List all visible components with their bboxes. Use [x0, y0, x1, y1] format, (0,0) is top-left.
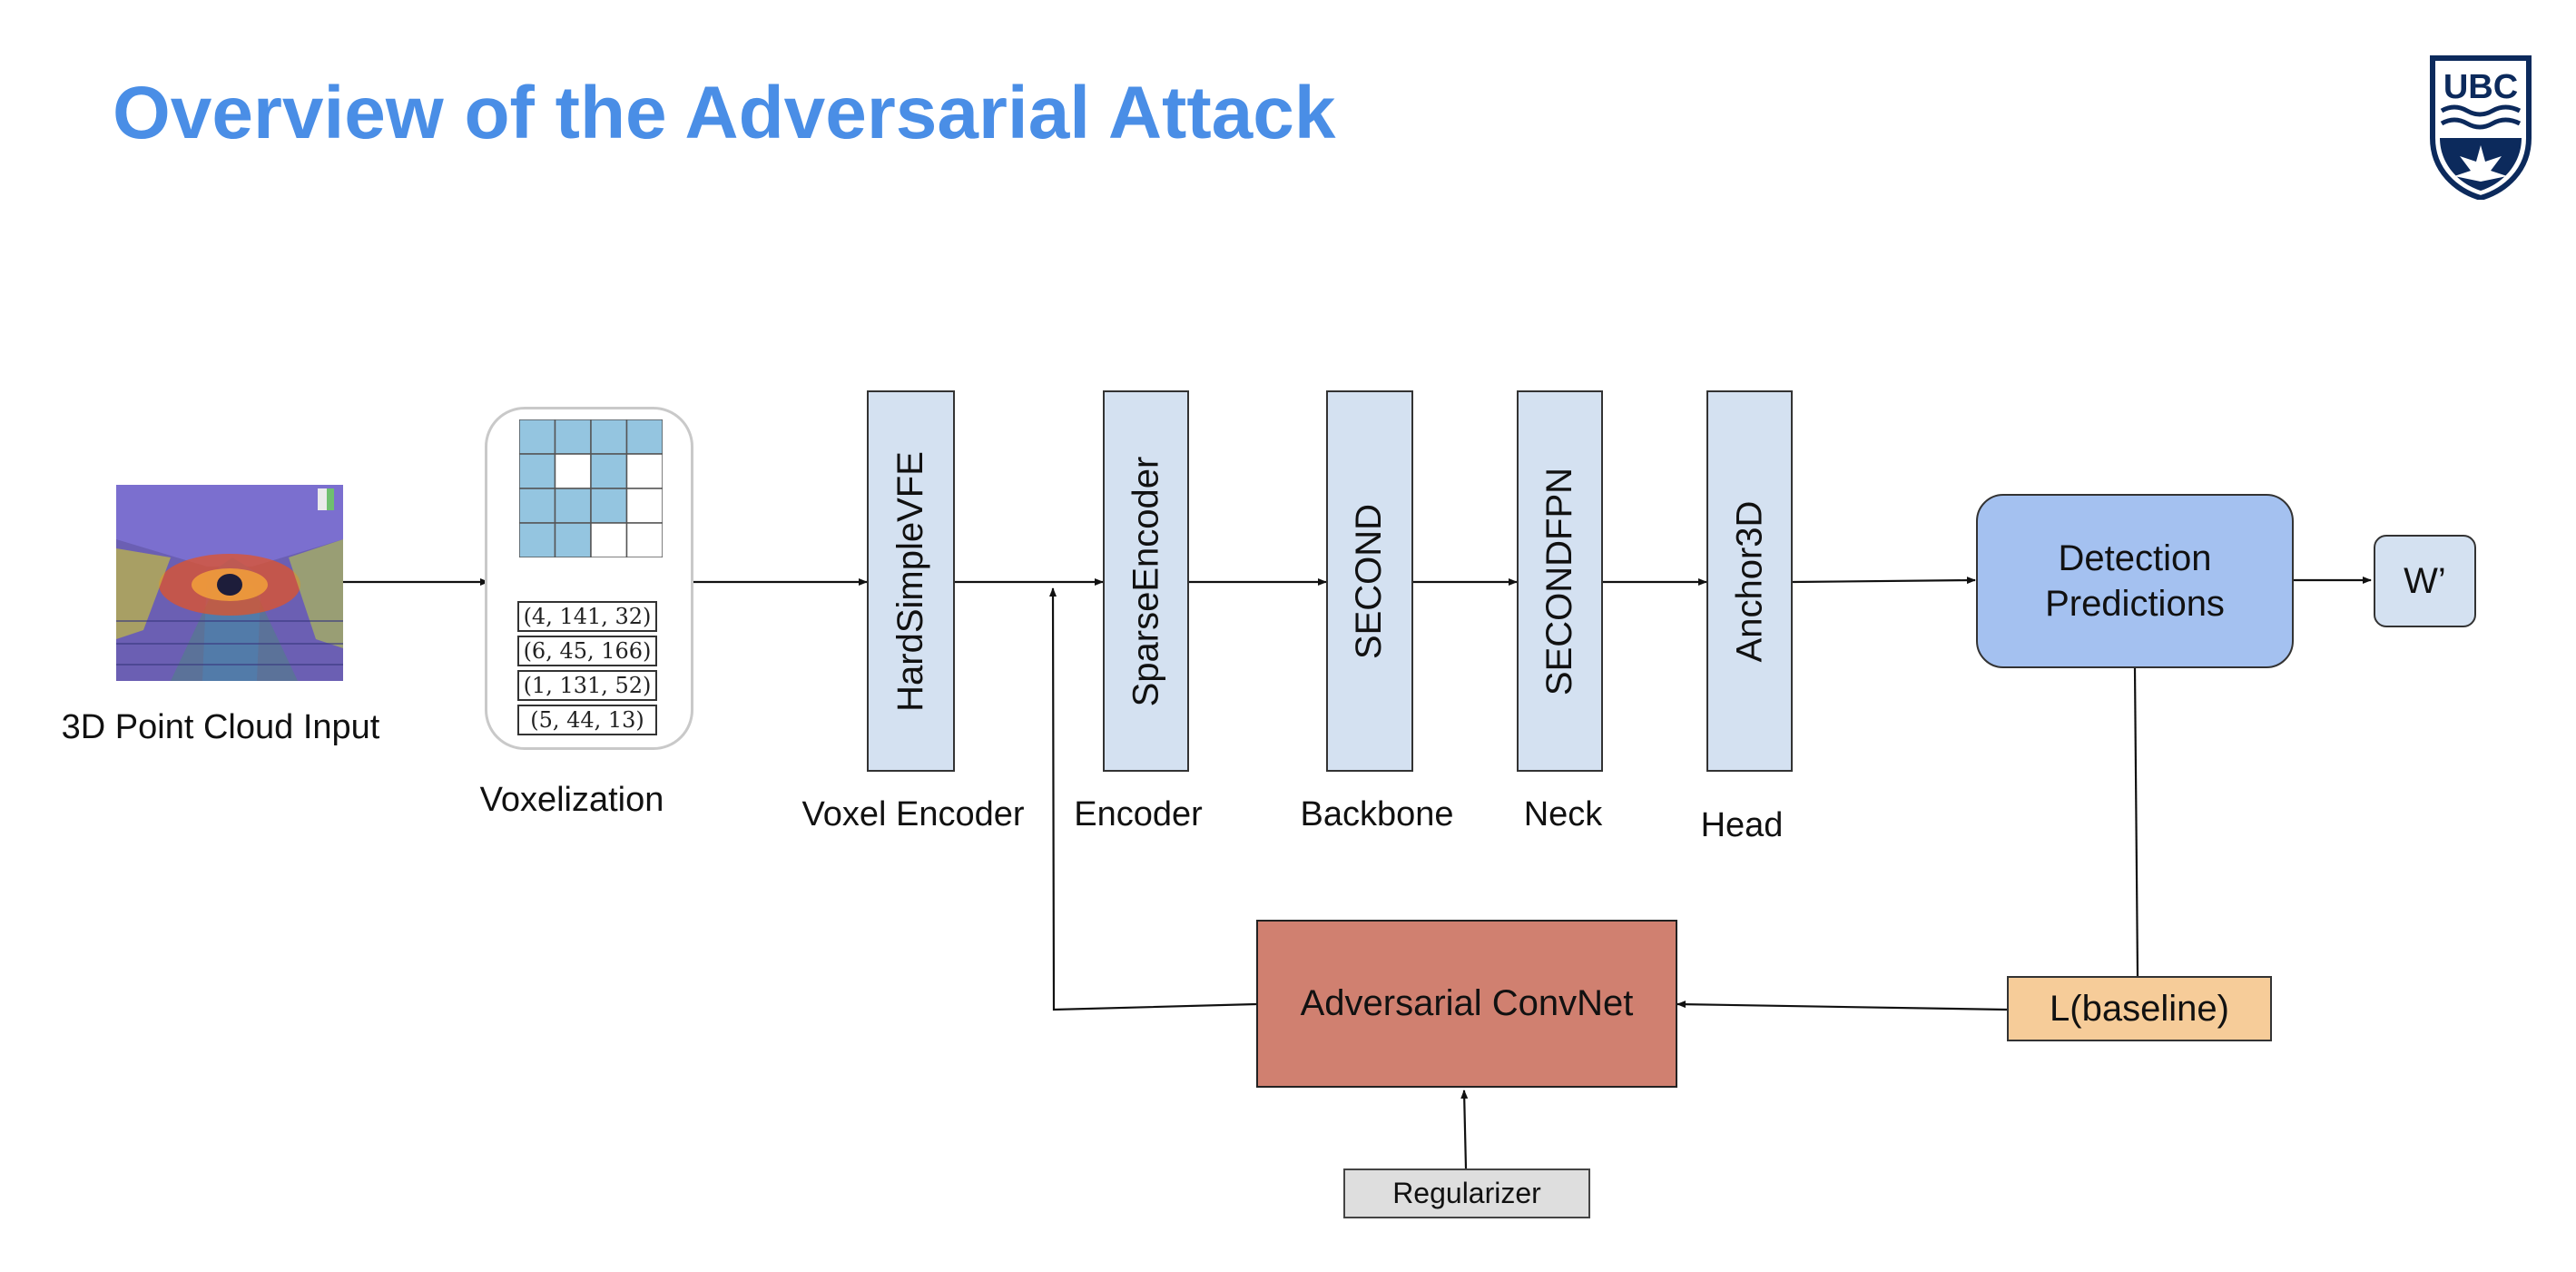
detection-line-1: Detection [2058, 538, 2212, 578]
stage-label-backbone: Backbone [1300, 795, 1454, 833]
stage-label-head: Head [1700, 806, 1784, 844]
loss-baseline-box: L(baseline) [2007, 976, 2272, 1041]
module-name: Anchor3D [1729, 500, 1769, 662]
input-label: 3D Point Cloud Input [61, 708, 380, 746]
adversarial-label: Adversarial ConvNet [1300, 983, 1634, 1023]
voxel-grid-icon [519, 419, 663, 557]
voxel-tuple: (4, 141, 32) [517, 601, 657, 632]
voxel-tuple: (1, 131, 52) [517, 670, 657, 701]
loss-label: L(baseline) [2050, 988, 2229, 1029]
module-name: SECOND [1349, 503, 1390, 659]
ubc-crest-icon: UBC [2430, 55, 2532, 200]
output-label: W’ [2404, 560, 2446, 601]
regularizer-box: Regularizer [1343, 1168, 1590, 1218]
arrow-loss-to-adversarial [1676, 1001, 2008, 1011]
arrow-regularizer-to-adversarial [1460, 1090, 1469, 1169]
module-second: SECOND [1326, 390, 1413, 772]
adversarial-convnet-box: Adversarial ConvNet [1256, 920, 1677, 1088]
detection-predictions-box: Detection Predictions [1976, 494, 2294, 668]
voxelization-label: Voxelization [479, 781, 664, 819]
module-name: SparseEncoder [1126, 456, 1166, 706]
module-name: HardSimpleVFE [890, 450, 931, 712]
stage-label-voxel-encoder: Voxel Encoder [801, 795, 1025, 833]
stage-label-neck: Neck [1523, 795, 1603, 833]
module-anchor3d: Anchor3D [1706, 390, 1793, 772]
line-detection-to-loss [2133, 667, 2139, 977]
module-name: SECONDFPN [1539, 467, 1580, 695]
slide-title: Overview of the Adversarial Attack [113, 72, 1336, 154]
arrow-adversarial-to-encoder [1049, 587, 1257, 1011]
output-w-prime-box: W’ [2374, 535, 2476, 627]
arrow-head-to-detection [1792, 577, 1976, 585]
detection-line-2: Predictions [2045, 584, 2225, 624]
stage-label-encoder: Encoder [1074, 795, 1203, 833]
regularizer-label: Regularizer [1392, 1177, 1541, 1209]
module-sparseencoder: SparseEncoder [1103, 390, 1189, 772]
point-cloud-image [116, 485, 343, 681]
voxel-tuple: (6, 45, 166) [517, 636, 657, 666]
voxel-tuple: (5, 44, 13) [517, 705, 657, 735]
logo-text: UBC [2443, 68, 2518, 106]
module-secondfpn: SECONDFPN [1517, 390, 1603, 772]
module-hardsimplevfe: HardSimpleVFE [867, 390, 955, 772]
